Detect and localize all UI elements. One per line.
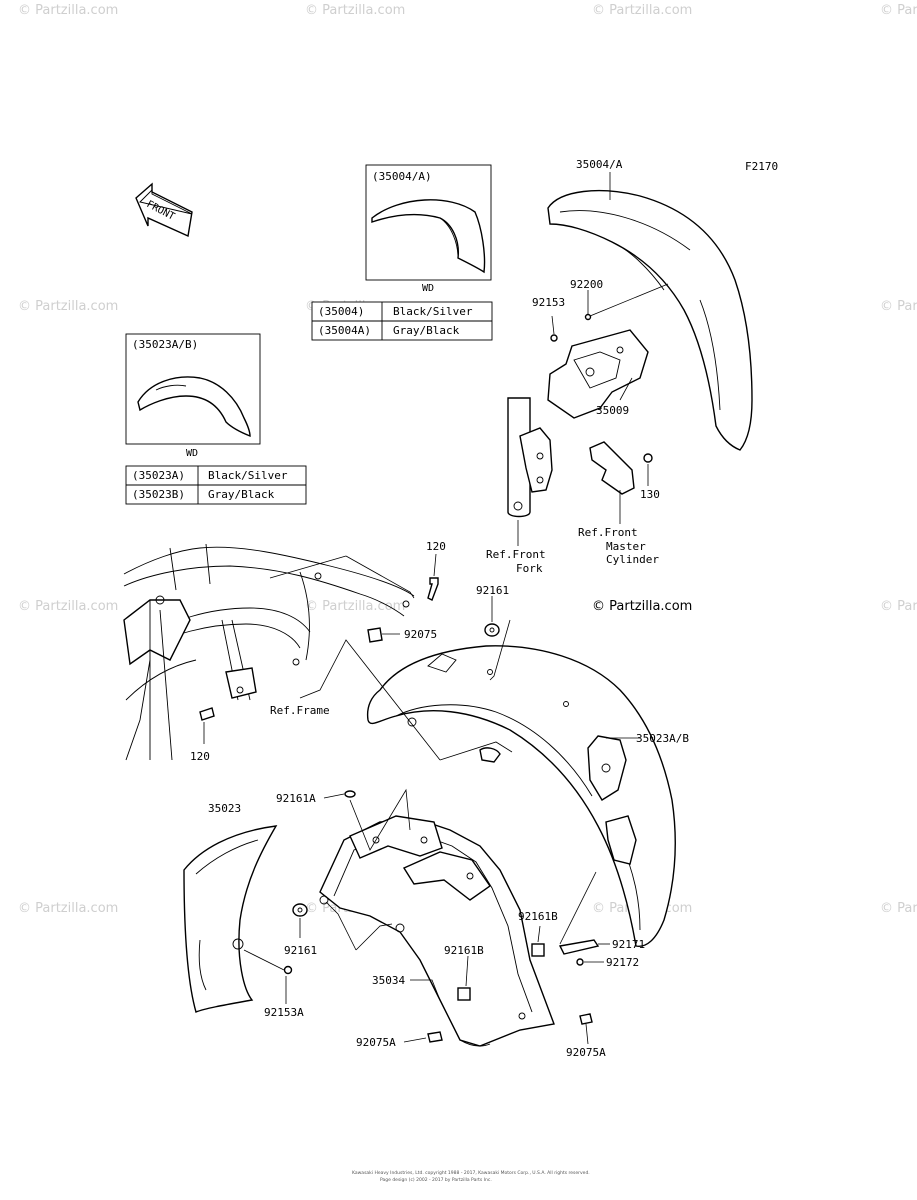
- watermark: © Partzilla.com: [305, 3, 405, 18]
- inset-front-fender-note: WD: [422, 283, 434, 294]
- label-92153A: 92153A: [264, 1006, 304, 1019]
- clip-92075A-left: [427, 1031, 443, 1043]
- clip-92075A-right: [579, 1013, 593, 1025]
- label-92161A: 92161A: [276, 792, 316, 805]
- inset-front-fender: (35004/A) WD (35004) Black/Silver (35004…: [311, 164, 493, 341]
- label-35004A: 35004/A: [576, 158, 623, 171]
- watermark: © Partzilla.com: [880, 299, 917, 314]
- part-labels: 35004/A 92200 92153 35009 130 Ref.Front …: [190, 158, 689, 1059]
- damper-92161A: [344, 790, 356, 798]
- front-fender-thumbnail: [371, 199, 486, 274]
- damper-92161B-right: [531, 943, 545, 957]
- inset-rear-fender-title: (35023A/B): [132, 338, 198, 351]
- diagram-id: F2170: [745, 160, 778, 173]
- label-35023: 35023: [208, 802, 241, 815]
- table-cell-code: (35004A): [318, 324, 371, 337]
- watermark-group: © Partzilla.com © Partzilla.com © Partzi…: [18, 3, 917, 916]
- table-cell-code: (35023B): [132, 488, 185, 501]
- nut-92172: [576, 958, 584, 966]
- front-arrow-icon: FRONT: [135, 182, 193, 238]
- label-92161: 92161: [284, 944, 317, 957]
- bolt-92200: [584, 313, 592, 321]
- inner-fender-35034: [319, 815, 555, 1047]
- label-ref-master-cylinder: Cylinder: [606, 553, 659, 566]
- watermark: © Partzilla.com: [880, 3, 917, 18]
- label-ref-master-cylinder: Ref.Front: [578, 526, 638, 539]
- inset-rear-fender: (35023A/B) WD (35023A) Black/Silver (350…: [125, 333, 307, 505]
- label-92172: 92172: [606, 956, 639, 969]
- label-92171: 92171: [612, 938, 645, 951]
- label-92153: 92153: [532, 296, 565, 309]
- table-cell-code: (35004): [318, 305, 364, 318]
- bolt-130: [643, 453, 653, 463]
- mud-flap-35023: [183, 825, 278, 1013]
- bracket-35009: [547, 329, 649, 419]
- footer-page-design: Page design (c) 2002 - 2017 by Partzilla…: [380, 1177, 492, 1183]
- watermark: © Partzilla.com: [880, 901, 917, 916]
- leader-lines: [203, 172, 669, 1045]
- table-cell-color: Gray/Black: [393, 324, 460, 337]
- bolt-120-top: [427, 577, 439, 601]
- label-92075A: 92075A: [566, 1046, 606, 1059]
- table-cell-color: Gray/Black: [208, 488, 275, 501]
- label-92161B: 92161B: [518, 910, 558, 923]
- rear-fender-thumbnail: [137, 376, 251, 438]
- frame-reference: [123, 543, 415, 761]
- label-35023AB: 35023A/B: [636, 732, 689, 745]
- collar-92075: [367, 627, 383, 643]
- table-cell-color: Black/Silver: [393, 305, 473, 318]
- label-35009: 35009: [596, 404, 629, 417]
- label-ref-front-fork: Ref.Front: [486, 548, 546, 561]
- master-cylinder-clamp: [589, 441, 653, 495]
- rear-fender-35023AB: [366, 645, 676, 947]
- damper-92161B-mid: [457, 987, 471, 1001]
- label-ref-master-cylinder: Master: [606, 540, 646, 553]
- label-120: 120: [190, 750, 210, 763]
- watermark: © Partzilla.com: [305, 599, 405, 614]
- label-92075A: 92075A: [356, 1036, 396, 1049]
- label-120: 120: [426, 540, 446, 553]
- front-fender-35004A: [547, 189, 753, 451]
- watermark: © Partzilla.com: [18, 299, 118, 314]
- footer-copyright: Kawasaki Heavy Industries, Ltd. copyrigh…: [352, 1170, 590, 1176]
- inset-rear-fender-note: WD: [186, 448, 198, 459]
- inset-front-fender-title: (35004/A): [372, 170, 432, 183]
- damper-92161-bottom: [292, 903, 308, 917]
- label-35034: 35034: [372, 974, 405, 987]
- table-cell-color: Black/Silver: [208, 469, 288, 482]
- watermark: © Partzilla.com: [880, 599, 917, 614]
- bolt-120-bottom: [199, 707, 215, 721]
- label-92200: 92200: [570, 278, 603, 291]
- watermark: © Partzilla.com: [18, 599, 118, 614]
- label-ref-frame: Ref.Frame: [270, 704, 330, 717]
- table-cell-code: (35023A): [132, 469, 185, 482]
- label-92075: 92075: [404, 628, 437, 641]
- bolt-92153: [550, 334, 558, 342]
- label-92161B: 92161B: [444, 944, 484, 957]
- watermark-main: © Partzilla.com: [592, 599, 692, 614]
- watermark: © Partzilla.com: [592, 3, 692, 18]
- label-130: 130: [640, 488, 660, 501]
- damper-92161-top: [484, 623, 500, 637]
- watermark: © Partzilla.com: [18, 901, 118, 916]
- label-92161: 92161: [476, 584, 509, 597]
- screw-92153A: [283, 965, 293, 975]
- spacer-92171: [558, 939, 600, 955]
- watermark: © Partzilla.com: [18, 3, 118, 18]
- front-fork-reference: [507, 397, 553, 518]
- label-ref-front-fork: Fork: [516, 562, 543, 575]
